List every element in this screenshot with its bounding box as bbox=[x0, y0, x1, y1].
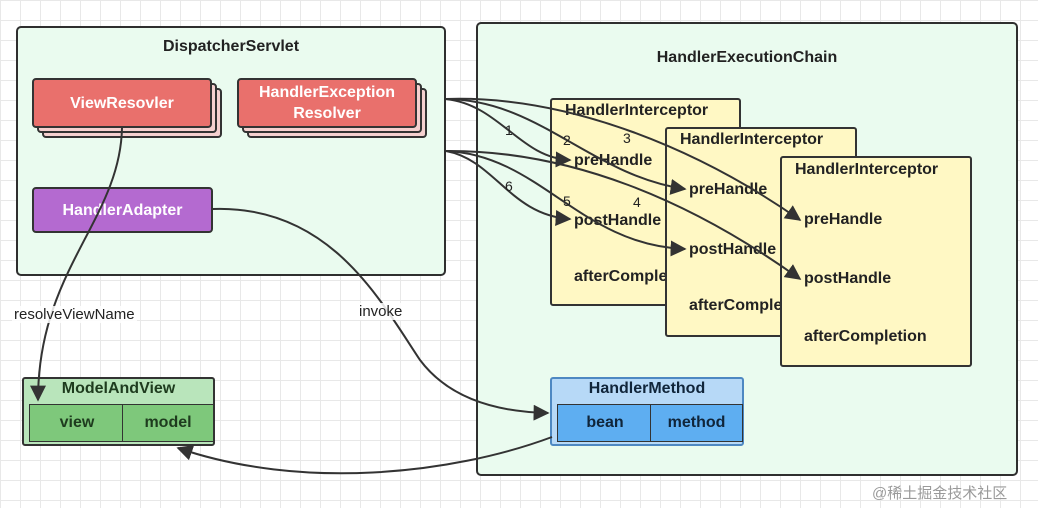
handler-execution-chain-title: HandlerExecutionChain bbox=[656, 49, 838, 66]
interceptor-1-posthandle: postHandle bbox=[574, 212, 662, 229]
interceptor-1-title: HandlerInterceptor bbox=[565, 102, 709, 119]
interceptor-2-title: HandlerInterceptor bbox=[680, 131, 824, 148]
edge-prehandle-2 bbox=[445, 98, 687, 195]
step-number-6: 6 bbox=[505, 178, 513, 194]
interceptor-3-title: HandlerInterceptor bbox=[795, 161, 939, 178]
dispatcher-servlet-title: DispatcherServlet bbox=[162, 38, 300, 55]
interceptor-1-aftercompletion: afterComple bbox=[574, 268, 668, 285]
watermark-text: @稀土掘金技术社区 bbox=[872, 485, 1008, 502]
resolve-view-name-label: resolveViewName bbox=[12, 306, 137, 323]
model-and-view-box: ModelAndView view model bbox=[22, 377, 215, 446]
step-number-1: 1 bbox=[505, 122, 513, 138]
edge-posthandle-5 bbox=[445, 150, 687, 257]
invoke-label: invoke bbox=[357, 303, 405, 320]
handler-method-box: HandlerMethod bean method bbox=[550, 377, 744, 446]
edge-invoke bbox=[212, 207, 550, 421]
step-number-5: 5 bbox=[563, 193, 571, 209]
handler-interceptor-3: HandlerInterceptor preHandle postHandle … bbox=[780, 156, 972, 367]
step-number-2: 2 bbox=[563, 132, 571, 148]
interceptor-2-aftercompletion: afterComple bbox=[689, 297, 783, 314]
handler-method-method: method bbox=[650, 404, 743, 442]
model-and-view-view: view bbox=[29, 404, 125, 442]
handler-method-bean: bean bbox=[557, 404, 653, 442]
view-resolver-label: ViewResovler bbox=[70, 94, 174, 112]
edge-resolve-view-name bbox=[30, 127, 123, 402]
exception-resolver-box: HandlerException Resolver bbox=[237, 78, 417, 128]
edge-prehandle-3 bbox=[445, 97, 802, 221]
step-number-4: 4 bbox=[633, 194, 641, 210]
edge-posthandle-4 bbox=[445, 149, 802, 280]
step-number-3: 3 bbox=[623, 130, 631, 146]
edge-return-model-and-view bbox=[176, 436, 553, 475]
view-resolver-box: ViewResovler bbox=[32, 78, 212, 128]
edge-posthandle-6 bbox=[445, 150, 572, 227]
interceptor-3-posthandle: postHandle bbox=[804, 270, 892, 287]
interceptor-2-posthandle: postHandle bbox=[689, 241, 777, 258]
handler-adapter-label: HandlerAdapter bbox=[62, 201, 183, 219]
model-and-view-model: model bbox=[122, 404, 214, 442]
interceptor-3-prehandle: preHandle bbox=[804, 211, 883, 228]
exception-resolver-label: HandlerException Resolver bbox=[258, 84, 396, 122]
edge-prehandle-1 bbox=[445, 98, 572, 168]
model-and-view-title: ModelAndView bbox=[61, 380, 176, 397]
handler-adapter-box: HandlerAdapter bbox=[32, 187, 213, 233]
handler-method-title: HandlerMethod bbox=[588, 380, 706, 397]
interceptor-3-aftercompletion: afterCompletion bbox=[804, 328, 927, 345]
